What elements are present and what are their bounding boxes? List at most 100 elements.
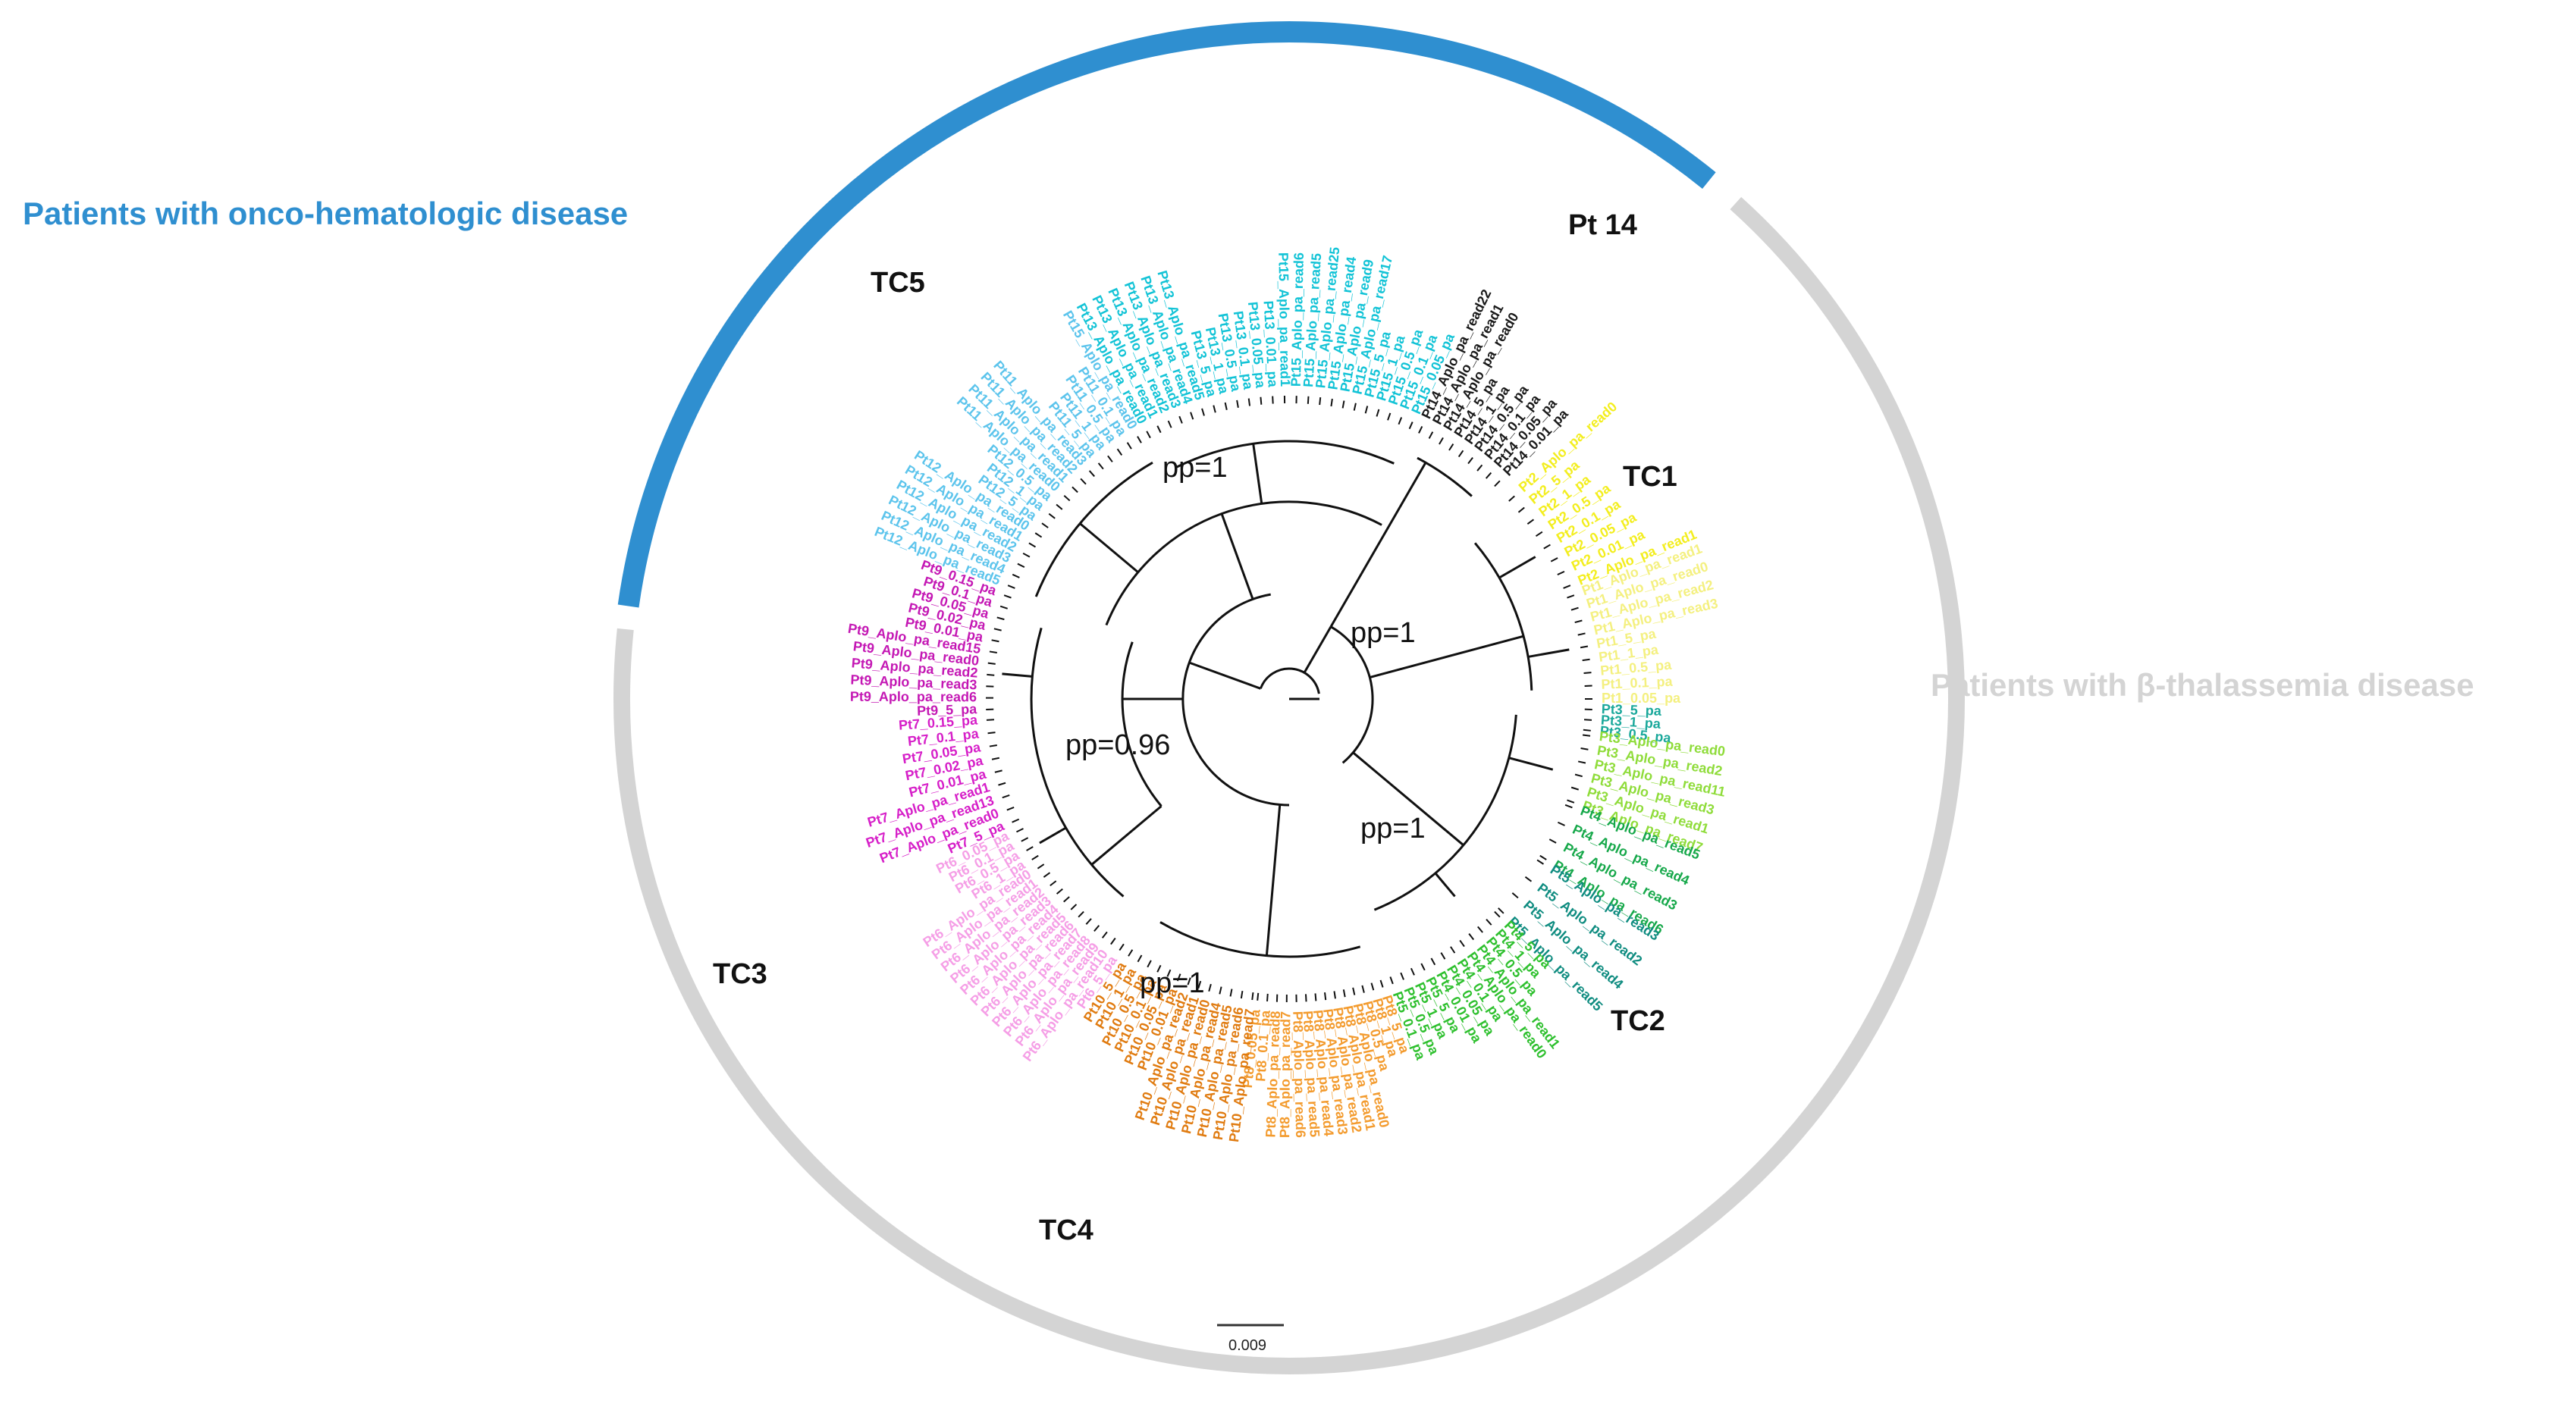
leaf-tip <box>1548 838 1557 844</box>
leaf-tip <box>1557 821 1565 826</box>
leaf-tip <box>1097 462 1104 470</box>
leaf-tip <box>1564 804 1573 809</box>
onco-cohort-label: Patients with onco-hematologic disease <box>23 196 629 231</box>
leaf-tip <box>1577 632 1586 636</box>
branch-tc5 <box>1220 513 1254 600</box>
branch-tc1-a <box>1498 556 1536 579</box>
branch-tc2-b <box>1434 872 1456 898</box>
leaf-tip <box>1002 794 1010 799</box>
leaf-tip <box>1580 645 1589 649</box>
leaf-group-tc3-magenta9: Pt9_5_paPt9_Aplo_pa_read6Pt9_Aplo_pa_rea… <box>847 557 1012 719</box>
onco-cohort-arc <box>617 21 1716 608</box>
leaf-tip <box>1570 606 1579 611</box>
leaf-tip <box>1257 992 1260 1001</box>
leaf-tip <box>1021 837 1029 842</box>
leaf-tip <box>1026 846 1034 851</box>
leaf-tip <box>1353 403 1357 411</box>
leaf-tip <box>1016 828 1024 833</box>
support-label-tc2: pp=1 <box>1360 813 1426 845</box>
leaf-tip <box>1543 544 1551 550</box>
leaf-tip <box>1266 993 1269 1002</box>
leaf-tip <box>993 628 1002 631</box>
leaf-tip <box>1524 876 1533 882</box>
leaf-tip <box>1333 991 1336 999</box>
arc-tc5-a <box>1034 461 1153 597</box>
leaf-tip <box>1080 478 1087 485</box>
leaf-tip <box>1078 910 1084 918</box>
leaf-tip <box>991 757 1000 760</box>
leaf-label: Pt1_0.1_pa <box>1601 674 1674 692</box>
support-label-tc1: pp=1 <box>1351 617 1416 649</box>
branch-tc2-a <box>1508 757 1554 771</box>
leaf-tip <box>1088 470 1095 478</box>
branch-tc1 <box>1369 635 1524 678</box>
leaf-tip <box>986 719 995 721</box>
leaf-tip <box>1166 969 1172 977</box>
leaf-tip <box>1352 987 1356 995</box>
branch-pt14 <box>1329 462 1427 628</box>
leaf-tip <box>1037 863 1045 870</box>
leaf-tip <box>1176 973 1181 982</box>
arc-tc4 <box>1159 921 1361 958</box>
leaf-tip <box>1550 557 1558 562</box>
leaf-tip <box>1224 402 1228 410</box>
thal-cohort-arc <box>613 196 1965 1374</box>
scale-bar-label: 0.009 <box>1228 1337 1267 1354</box>
leaf-label: Pt3_5_pa <box>1601 701 1662 719</box>
support-label-tc4: pp=1 <box>1140 967 1205 999</box>
leaf-tip <box>1477 926 1483 933</box>
leaf-tip <box>1370 982 1375 991</box>
leaf-tip <box>1526 519 1535 525</box>
leaf-group-tc3-pink: Pt6_5_paPt6_Aplo_pa_read10Pt6_Aplo_pa_re… <box>921 828 1125 1064</box>
leaf-label: Pt15_Aplo_pa_read1 <box>1275 252 1293 387</box>
leaf-tip <box>1307 396 1310 404</box>
branch-right-1 <box>1303 625 1332 674</box>
leaf-tip <box>1582 734 1591 737</box>
leaf-tip <box>1517 506 1525 513</box>
leaf-tip <box>1031 854 1039 860</box>
leaf-tip <box>1219 986 1222 995</box>
arc-right <box>1330 625 1374 764</box>
leaf-tip <box>1408 421 1414 430</box>
leaf-tip <box>1379 979 1384 988</box>
clade-label-tc5: TC5 <box>871 267 925 299</box>
leaf-tip <box>1072 486 1078 494</box>
leaf-tip <box>1304 994 1307 1002</box>
arc-tc5-b <box>1175 440 1395 468</box>
thal-cohort-label: Patients with β-thalassemia disease <box>1931 667 2474 703</box>
leaf-tip <box>1043 872 1051 878</box>
leaf-tip <box>1187 977 1191 986</box>
leaf-tip <box>998 782 1006 786</box>
support-label-tc34: pp=0.96 <box>1065 729 1171 761</box>
branch-tc5-b <box>1252 443 1263 504</box>
leaf-tip <box>1430 957 1436 966</box>
leaf-tip <box>1457 450 1464 458</box>
leaf-tip <box>987 732 996 735</box>
leaf-tip <box>994 769 1002 773</box>
leaf-label: Pt15_Aplo_pa_read6 <box>1288 252 1307 387</box>
clade-label-tc1: TC1 <box>1623 461 1677 493</box>
leaf-tip <box>1567 594 1575 599</box>
leaf-tip <box>1485 472 1492 479</box>
leaf-tip <box>1197 980 1202 989</box>
leaf-tip <box>1022 552 1031 558</box>
clade-label-pt14: Pt 14 <box>1568 209 1637 241</box>
leaf-tip <box>1156 964 1162 973</box>
leaf-label: Pt8_Aplo_pa_read7 <box>1277 1011 1293 1138</box>
leaf-tip <box>996 616 1005 621</box>
leaf-tip <box>1361 985 1365 993</box>
tree-leaves: Pt14_Aplo_pa_read22Pt14_Aplo_pa_read1Pt1… <box>847 246 1727 1143</box>
leaf-tip <box>1420 963 1426 971</box>
leaf-tip <box>1418 426 1423 434</box>
leaf-tip <box>1428 431 1434 439</box>
leaf-tip <box>1583 719 1592 721</box>
leaf-label: Pt9_Aplo_pa_read6 <box>850 689 977 705</box>
branch-tc2 <box>1352 751 1464 846</box>
leaf-tip <box>1007 584 1015 589</box>
leaf-tip <box>1468 932 1475 941</box>
leaf-tip <box>991 639 999 643</box>
leaf-tip <box>1389 976 1394 985</box>
arc-tc34 <box>1121 641 1162 807</box>
leaf-tip <box>1563 584 1571 589</box>
